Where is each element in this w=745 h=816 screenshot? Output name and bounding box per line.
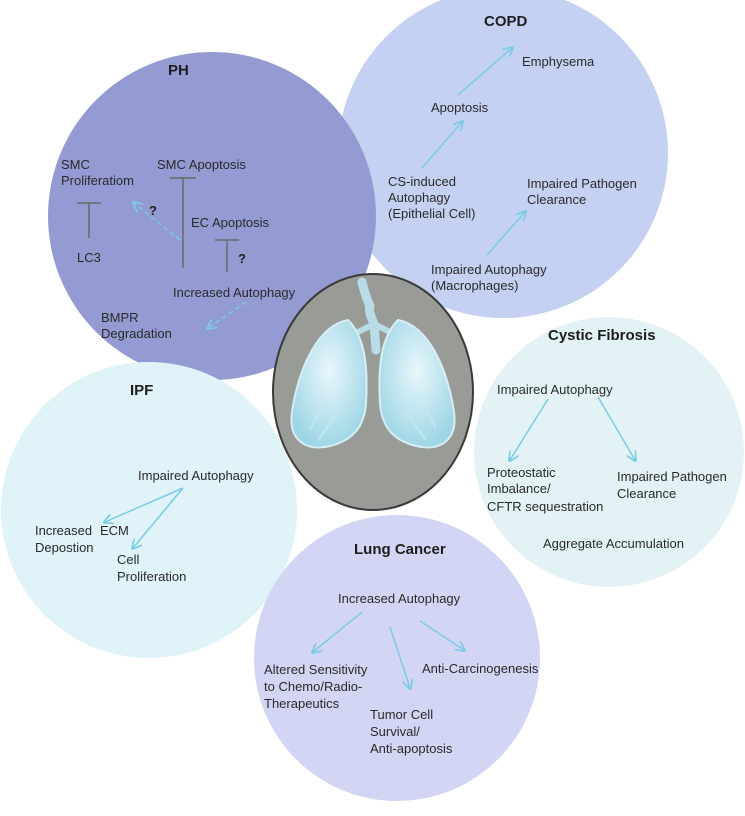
copd-pathogen-line2: Clearance [527, 192, 587, 207]
lungs-icon [290, 277, 456, 449]
cf-circle [474, 317, 744, 587]
ipf-connectors [105, 487, 184, 548]
lung-cancer-altered-line2: to Chemo/Radio- [264, 679, 363, 694]
copd-cs-line3: (Epithelial Cell) [388, 206, 476, 221]
ph-smc-apoptosis: SMC Apoptosis [157, 157, 246, 172]
copd-connectors [421, 48, 525, 256]
ph-question-mark-1: ? [149, 203, 157, 218]
ipf-increased-line1: Increased [35, 523, 93, 538]
copd-cs-line1: CS-induced [388, 174, 456, 189]
lung-cancer-title: Lung Cancer [354, 541, 446, 558]
ph-question-mark-2: ? [238, 251, 246, 266]
lung-cancer-tumor-line3: Anti-apoptosis [370, 741, 453, 756]
copd-impaired-line1: Impaired Autophagy [431, 262, 547, 277]
ipf-impaired-autophagy: Impaired Autophagy [138, 468, 254, 483]
cf-pathogen-line1: Impaired Pathogen [617, 469, 727, 484]
copd-circle [338, 0, 668, 318]
copd-pathogen-line1: Impaired Pathogen [527, 176, 637, 191]
lung-cancer-tumor-line1: Tumor Cell [370, 707, 434, 722]
ph-lc3: LC3 [77, 250, 101, 265]
copd-emphysema: Emphysema [522, 54, 595, 69]
copd-title: COPD [484, 13, 528, 30]
ph-bmpr-line1: BMPR [101, 310, 139, 325]
ph-circle [48, 52, 376, 380]
ph-bmpr-line2: Degradation [101, 326, 172, 341]
ipf-ecm: ECM [100, 523, 129, 538]
lung-cancer-connectors [313, 611, 464, 688]
cf-pathogen-line2: Clearance [617, 486, 677, 501]
ph-connectors [77, 177, 247, 328]
ipf-increased-line2: Depostion [35, 540, 94, 555]
cf-proteo-line3: CFTR sequestration [487, 499, 604, 514]
ph-smc-proliferation-line1: SMC [61, 157, 90, 172]
ph-smc-proliferation-line2: Proliferatiom [61, 173, 134, 188]
lung-cancer-anti-carcinogenesis: Anti-Carcinogenesis [422, 661, 539, 676]
ph-increased-autophagy: Increased Autophagy [173, 285, 296, 300]
ipf-circle [1, 362, 297, 658]
ipf-cell-line2: Proliferation [117, 569, 187, 584]
cf-connectors [510, 396, 635, 460]
cf-impaired-autophagy: Impaired Autophagy [497, 382, 613, 397]
lung-cancer-increased-autophagy: Increased Autophagy [338, 591, 461, 606]
cf-proteo-line1: Proteostatic [487, 465, 556, 480]
cf-title: Cystic Fibrosis [548, 327, 656, 344]
ph-title: PH [168, 62, 189, 79]
lung-cancer-altered-line1: Altered Sensitivity [264, 662, 368, 677]
copd-cs-line2: Autophagy [388, 190, 451, 205]
cf-proteo-line2: Imbalance/ [487, 481, 551, 496]
ph-ec-apoptosis: EC Apoptosis [191, 215, 270, 230]
lung-cancer-tumor-line2: Survival/ [370, 724, 420, 739]
copd-impaired-line2: (Macrophages) [431, 278, 519, 293]
lung-cancer-circle [254, 515, 540, 801]
lung-cancer-altered-line3: Therapeutics [264, 696, 340, 711]
ipf-title: IPF [130, 382, 154, 399]
ipf-cell-line1: Cell [117, 552, 140, 567]
center-oval [272, 273, 474, 511]
copd-apoptosis: Apoptosis [431, 100, 489, 115]
cf-aggregate: Aggregate Accumulation [543, 536, 684, 551]
